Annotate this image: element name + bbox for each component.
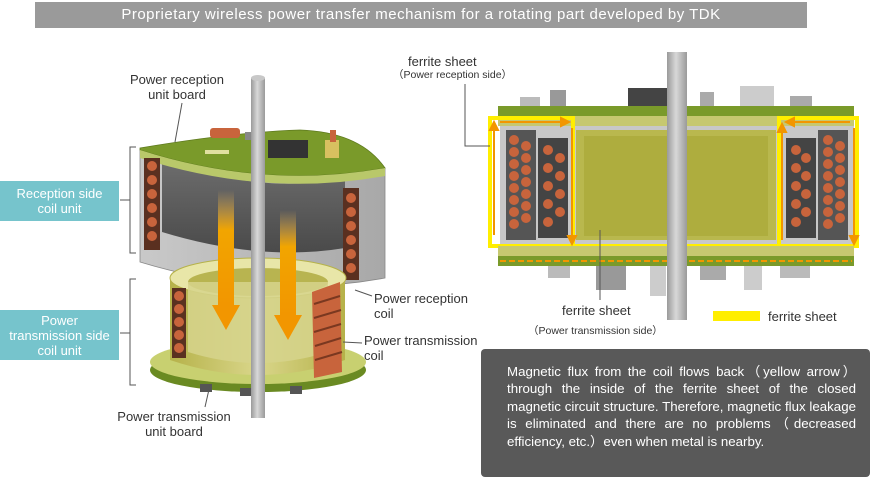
left-cross-section-diagram — [120, 75, 386, 418]
reception-board-label-line1: Power reception — [130, 72, 224, 87]
transmission-coil-label-line2: coil — [364, 348, 384, 363]
transmission-coil-unit-line2: transmission side — [9, 327, 110, 343]
transmission-coil-label: Power transmission coil — [364, 333, 477, 363]
rotating-shaft — [251, 78, 265, 418]
coil-stack-right-inner — [791, 145, 811, 227]
chip-component — [268, 140, 308, 158]
flux-path-arrows — [488, 116, 860, 247]
flux-arrow-left — [212, 190, 240, 330]
legend-ferrite-swatch — [713, 311, 760, 321]
transmission-coil-unit-line3: coil unit — [37, 342, 82, 358]
transmission-coil-label-line1: Power transmission — [364, 333, 478, 348]
transmission-coil-right — [312, 282, 343, 378]
legend-ferrite-label: ferrite sheet — [768, 309, 837, 324]
rotating-shaft-section — [667, 52, 687, 320]
top-ferrite-label: ferrite sheet — [408, 54, 477, 69]
bottom-ferrite-label: ferrite sheet — [562, 303, 631, 318]
reception-coil-right — [343, 188, 359, 280]
title-banner: Proprietary wireless power transfer mech… — [35, 2, 807, 28]
transmission-board-label-line2: unit board — [145, 424, 203, 439]
flux-arrow-right — [274, 210, 302, 340]
transmission-coil-unit-line1: Power — [41, 312, 78, 328]
description-box: Magnetic flux from the coil flows back（y… — [481, 349, 870, 477]
transmission-coil-left — [172, 288, 186, 358]
coil-stack-left-outer — [509, 135, 531, 229]
coil-stack-left-inner — [543, 145, 565, 227]
title-text: Proprietary wireless power transfer mech… — [121, 6, 721, 23]
coil-stack-right-outer — [823, 135, 845, 229]
reception-coil-unit-line1: Reception side — [16, 186, 103, 201]
reception-coil-label: Power reception coil — [374, 291, 468, 321]
reception-board-label: Power reception unit board — [120, 72, 234, 102]
reception-coil-label-line2: coil — [374, 306, 394, 321]
top-ferrite-sublabel: （Power reception side） — [393, 69, 513, 81]
reception-coil-label-line1: Power reception — [374, 291, 468, 306]
right-cross-section-diagram — [464, 52, 860, 320]
transmission-board-label-line1: Power transmission — [117, 409, 231, 424]
transmission-board-label: Power transmission unit board — [102, 409, 246, 439]
reception-board-label-line2: unit board — [148, 87, 206, 102]
reception-coil-unit-line2: coil unit — [37, 201, 82, 216]
reception-coil-left — [144, 158, 160, 250]
reception-unit — [139, 128, 386, 287]
description-text: Magnetic flux from the coil flows back（y… — [507, 364, 856, 449]
bottom-ferrite-sublabel: （Power transmission side） — [528, 325, 663, 337]
